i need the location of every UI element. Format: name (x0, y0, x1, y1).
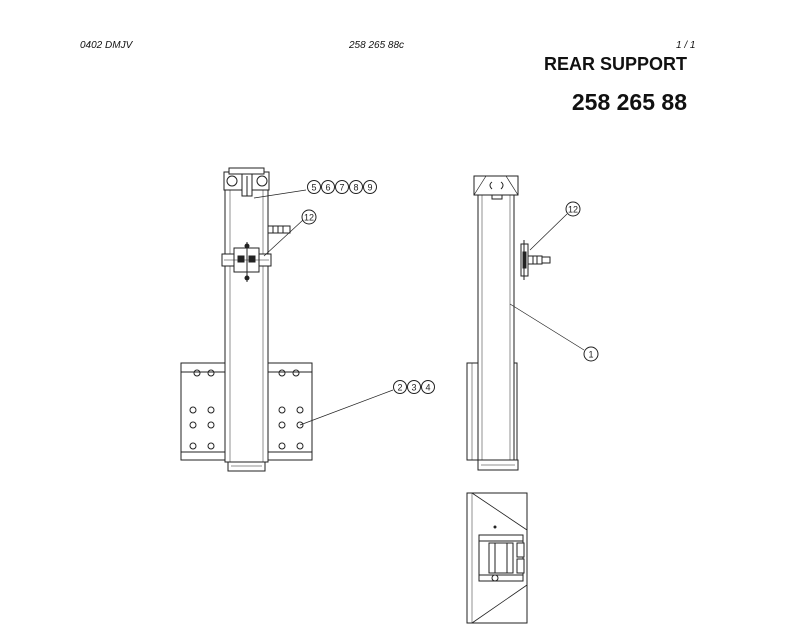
part-number: 258 265 88 (571, 89, 687, 115)
callout-2: 2 (397, 383, 402, 393)
plate-holes (189, 369, 304, 450)
callout-group-5-9 (307, 180, 377, 194)
callout-7: 7 (339, 183, 344, 193)
side-view (466, 175, 551, 471)
support-tube (224, 189, 269, 463)
callout-3: 3 (411, 383, 416, 393)
page-number: 1 / 1 (676, 40, 696, 51)
callout-circle-1 (583, 346, 599, 362)
callout-circle-12b (565, 201, 581, 217)
callout-4: 4 (425, 383, 430, 393)
callout-9: 9 (367, 183, 372, 193)
callout-group-2-4 (393, 380, 435, 394)
header-code-mid: 258 265 88c (349, 40, 405, 51)
callout-1: 1 (588, 350, 593, 360)
front-view (180, 167, 313, 472)
callout-5: 5 (311, 183, 316, 193)
hydraulic-fitting (267, 225, 291, 234)
callout-circle-12a (301, 209, 317, 225)
clamp-bracket (221, 242, 272, 282)
side-fitting (527, 255, 543, 265)
side-top-head (473, 175, 519, 196)
foot-pad (227, 461, 266, 472)
header-code-left: 0402 DMJV (80, 40, 133, 51)
side-tube (477, 194, 515, 461)
callout-8: 8 (353, 183, 358, 193)
drawing-title: REAR SUPPORT (543, 54, 687, 74)
callout-12-side: 12 (568, 205, 578, 215)
callout-12-front: 12 (304, 213, 314, 223)
callout-6: 6 (325, 183, 330, 193)
bottom-view (466, 492, 528, 624)
